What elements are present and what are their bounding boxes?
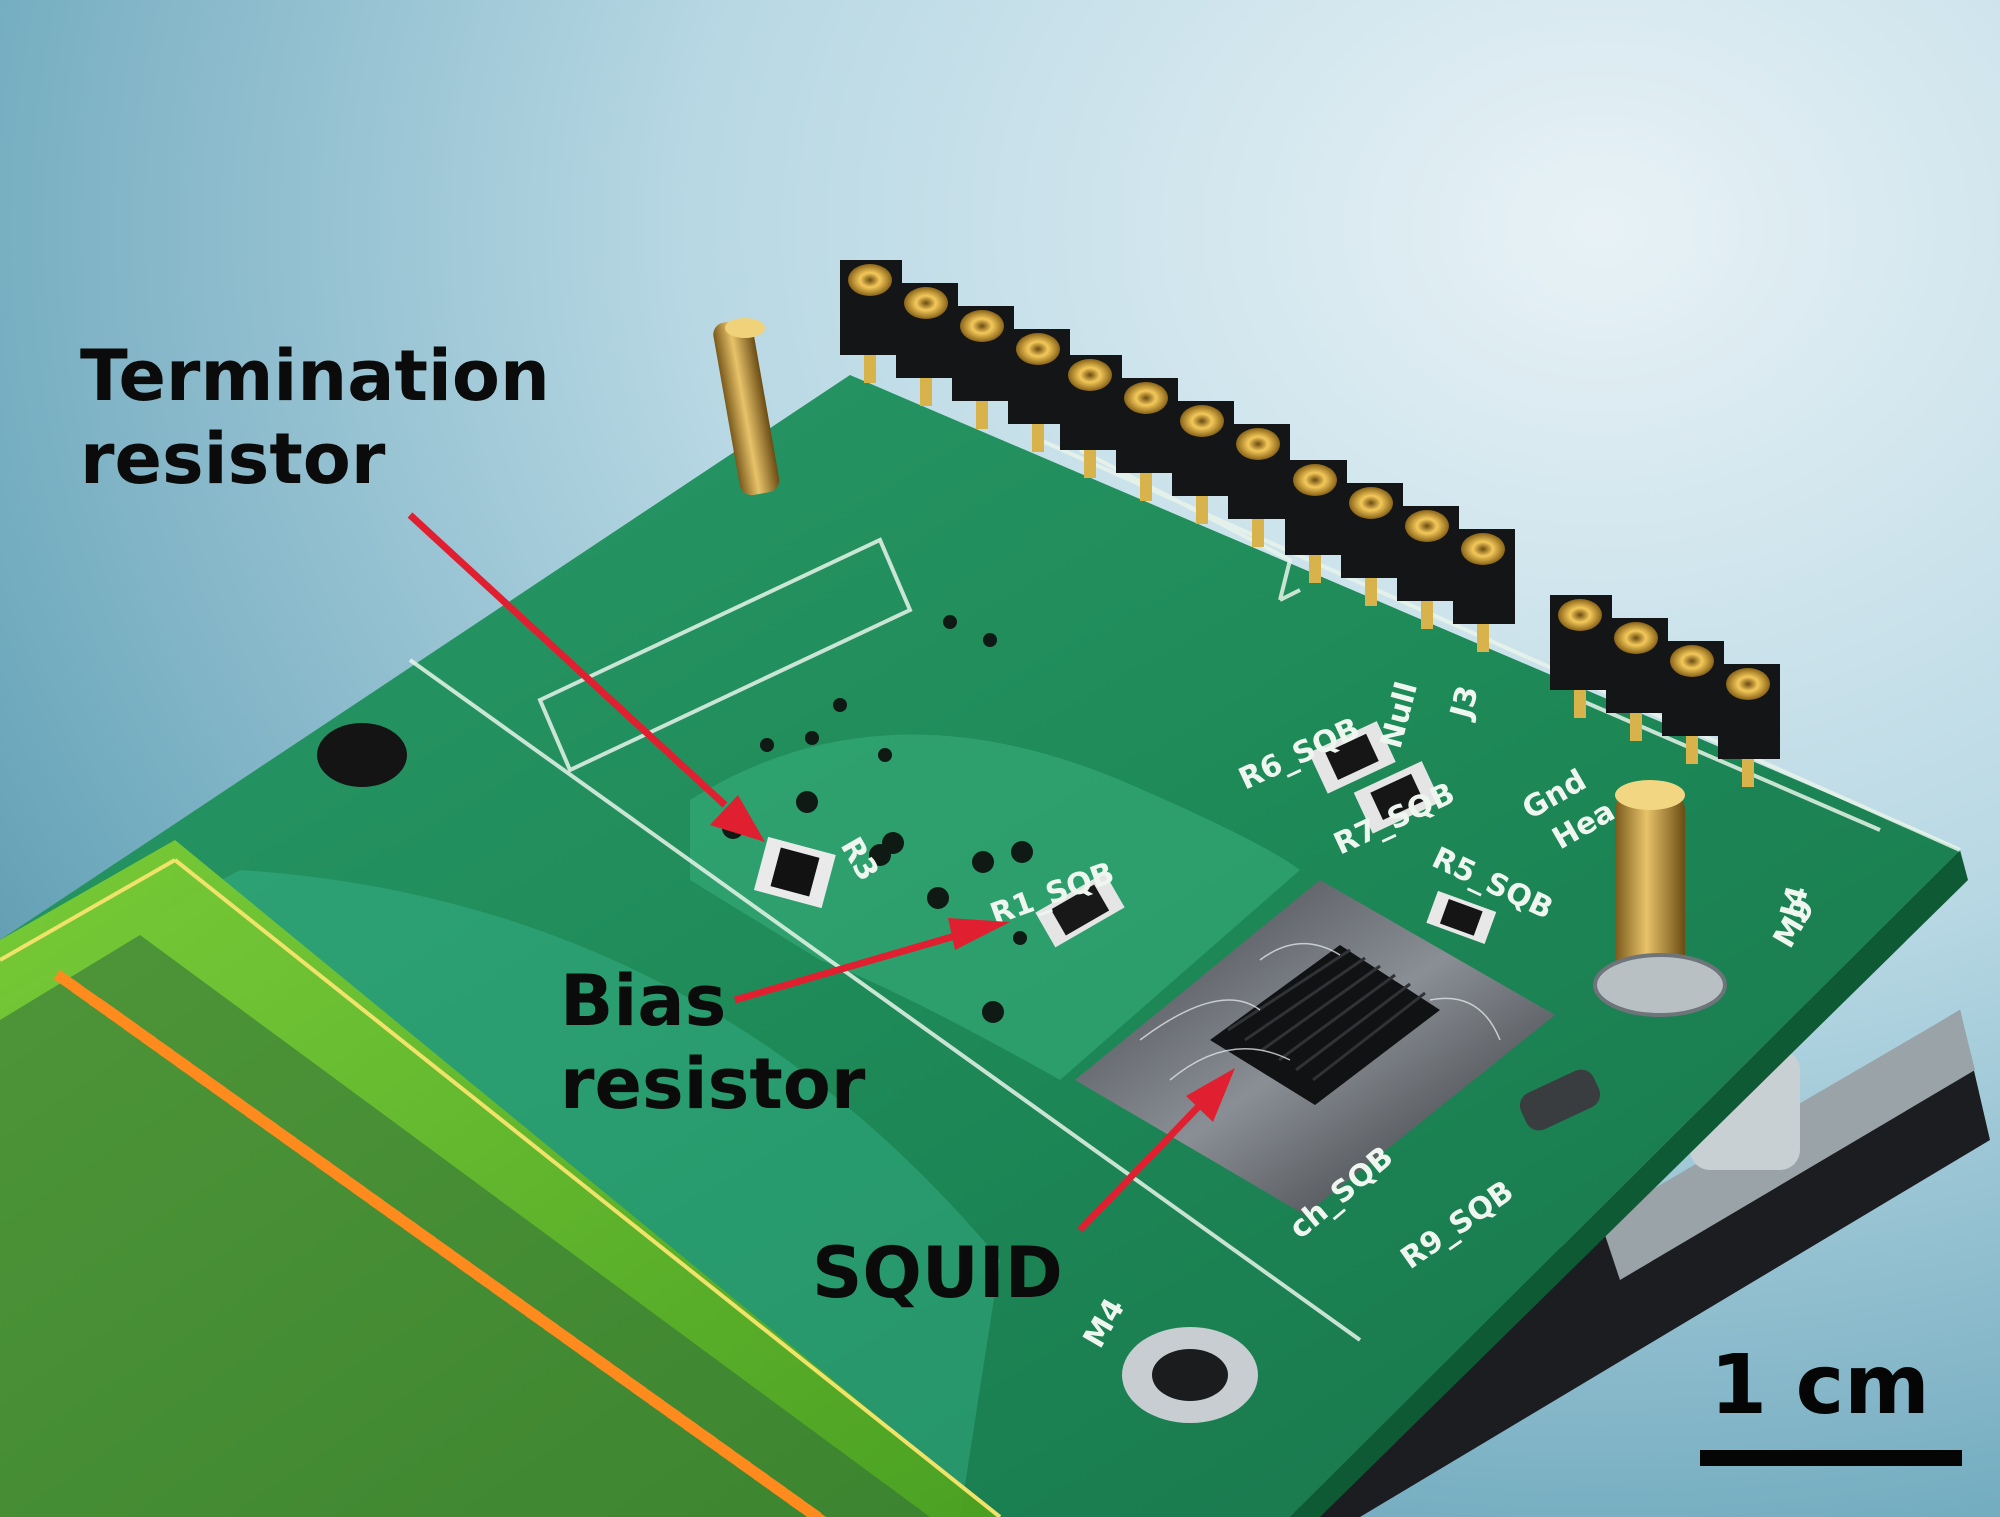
header-pin-leg — [1365, 578, 1377, 606]
standoff-screw-right — [1593, 780, 1727, 1017]
squid-chip — [1075, 880, 1555, 1215]
header-pin-leg — [1032, 424, 1044, 452]
silkscreen-lines — [408, 438, 1961, 1342]
header-pin-leg — [1574, 690, 1586, 718]
header-pin-socket — [1614, 622, 1658, 654]
header-pin-socket — [1726, 668, 1770, 700]
pin-headers — [840, 260, 1780, 787]
header-pin-leg — [1686, 736, 1698, 764]
header-pin-leg — [976, 401, 988, 429]
header-pin-leg — [1196, 496, 1208, 524]
resistor-r5 — [1426, 890, 1497, 944]
bias-resistor-label: Bias resistor — [560, 960, 865, 1125]
header-pin-leg — [920, 378, 932, 406]
header-pin-leg — [1084, 450, 1096, 478]
vias — [722, 615, 1033, 1023]
header-pin-socket — [1236, 428, 1280, 460]
header-pin-socket — [1670, 645, 1714, 677]
header-pin-socket — [1558, 599, 1602, 631]
header-pin-leg — [1252, 519, 1264, 547]
header-pin-socket — [904, 287, 948, 319]
header-pin-socket — [1461, 533, 1505, 565]
header-pin-socket — [1293, 464, 1337, 496]
header-pin-socket — [1068, 359, 1112, 391]
ground-plane — [690, 734, 1300, 1080]
annotation-arrows — [407, 512, 1235, 1233]
bias-label-line2: resistor — [560, 1042, 866, 1125]
termination-arrow — [407, 512, 765, 842]
scale-bar — [1700, 1450, 1962, 1466]
header-pin-leg — [1140, 473, 1152, 501]
header-pin-socket — [1405, 510, 1449, 542]
bias-resistor-r1 — [1035, 872, 1125, 948]
header-pin-socket — [1016, 333, 1060, 365]
header-pin-socket — [1180, 405, 1224, 437]
squid-arrow — [1077, 1068, 1235, 1233]
header-pin-leg — [864, 355, 876, 383]
standoff-screw-left — [713, 318, 780, 496]
termination-label-line2: resistor — [80, 417, 386, 500]
bias-label-line1: Bias — [560, 960, 727, 1042]
header-pin-leg — [1309, 555, 1321, 583]
copper-pads — [53, 970, 834, 1517]
header-pin-leg — [1421, 601, 1433, 629]
header-pin-socket — [960, 310, 1004, 342]
copper-pad — [793, 1498, 822, 1517]
termination-resistor-r3 — [753, 836, 836, 909]
header-pin-leg — [1742, 759, 1754, 787]
pcb-edge — [1290, 850, 1968, 1517]
header-pin-leg — [1477, 624, 1489, 652]
resistor-r9 — [1519, 1069, 1601, 1131]
resistor-r6-r7 — [1308, 721, 1441, 834]
bias-arrow — [734, 918, 1010, 1004]
mounting-hole-m4 — [1122, 1327, 1258, 1423]
termination-resistor-label: Termination resistor — [80, 335, 550, 500]
squid-label: SQUID — [812, 1232, 1063, 1314]
scale-bar-label: 1 cm — [1710, 1338, 1930, 1433]
mounting-hole-m2 — [317, 723, 407, 787]
header-pin-socket — [1124, 382, 1168, 414]
flex-cable — [0, 840, 1002, 1517]
termination-label-line1: Termination — [80, 335, 550, 417]
header-pin-socket — [1349, 487, 1393, 519]
header-pin-leg — [1630, 713, 1642, 741]
header-pin-socket — [848, 264, 892, 296]
